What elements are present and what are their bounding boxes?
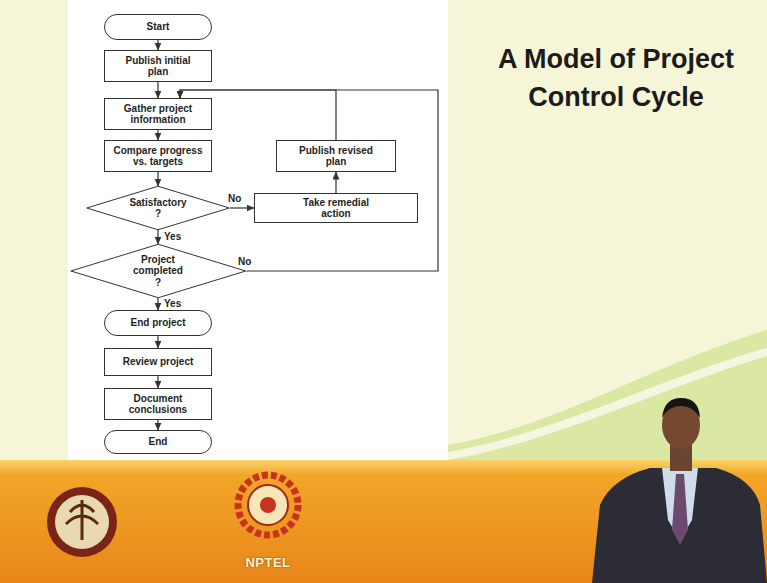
terminal-box: End bbox=[104, 430, 212, 454]
node-text: Satisfactory ? bbox=[127, 197, 189, 219]
node-text: Project completed ? bbox=[129, 254, 187, 288]
logo-centre bbox=[260, 497, 276, 513]
process-box: Compare progress vs. targets bbox=[104, 140, 212, 172]
process-box: Review project bbox=[104, 348, 212, 376]
process-box: Publish revised plan bbox=[276, 140, 396, 172]
flow-arrow bbox=[157, 230, 158, 244]
flow-arrow bbox=[157, 172, 158, 186]
footer-band bbox=[0, 460, 767, 583]
green-wave bbox=[448, 330, 767, 460]
presenter-tie bbox=[672, 474, 688, 545]
flow-arrow bbox=[157, 40, 158, 50]
edge-label: Yes bbox=[162, 298, 183, 310]
slide-title: A Model of Project Control Cycle bbox=[470, 40, 762, 116]
process-box: Publish initial plan bbox=[104, 50, 212, 82]
diamond-shape bbox=[87, 186, 230, 230]
flow-arrow bbox=[157, 376, 158, 388]
edge-label: No bbox=[226, 193, 243, 205]
flow-arrow bbox=[157, 298, 158, 310]
flow-arrow bbox=[157, 82, 158, 98]
logo-tree bbox=[66, 500, 98, 540]
flow-arrow bbox=[335, 172, 336, 193]
nptel-logo bbox=[238, 475, 298, 535]
logo-core bbox=[248, 485, 288, 525]
presenter-hair bbox=[662, 398, 700, 418]
node-text: Take remedial action bbox=[291, 197, 381, 219]
flow-arrow bbox=[157, 420, 158, 430]
flow-arrow bbox=[157, 130, 158, 140]
logo-disc bbox=[47, 487, 117, 557]
node-text: End bbox=[149, 436, 168, 447]
diagram-panel bbox=[68, 0, 448, 460]
wave-highlight bbox=[448, 348, 767, 460]
node-text: Compare progress vs. targets bbox=[112, 145, 204, 167]
node-text: Start bbox=[147, 21, 170, 32]
process-box: Take remedial action bbox=[254, 193, 418, 223]
presenter bbox=[592, 398, 767, 583]
flow-arrow bbox=[230, 207, 254, 208]
logo-inner bbox=[55, 495, 109, 549]
logo-gear bbox=[238, 475, 298, 535]
node-text: Publish initial plan bbox=[122, 55, 194, 77]
process-box: Gather project information bbox=[104, 98, 212, 130]
node-text: End project bbox=[130, 317, 185, 328]
diamond-shape bbox=[71, 244, 246, 297]
logo-caption: NPTEL bbox=[245, 555, 290, 570]
flow-arrow bbox=[157, 336, 158, 348]
node-text: Publish revised plan bbox=[296, 145, 376, 167]
presenter-suit bbox=[592, 468, 767, 583]
edge-label: No bbox=[236, 256, 253, 268]
institute-logo bbox=[47, 487, 117, 557]
decision-diamond: Satisfactory ? bbox=[86, 186, 230, 230]
process-box: Document conclusions bbox=[104, 388, 212, 420]
node-text: Review project bbox=[123, 356, 194, 367]
flow-arrow bbox=[180, 90, 438, 271]
decision-diamond: Project completed ? bbox=[70, 244, 247, 298]
terminal-box: End project bbox=[104, 310, 212, 336]
edge-label: Yes bbox=[162, 231, 183, 243]
node-text: Gather project information bbox=[112, 103, 204, 125]
node-text: Document conclusions bbox=[117, 393, 199, 415]
terminal-box: Start bbox=[104, 14, 212, 40]
